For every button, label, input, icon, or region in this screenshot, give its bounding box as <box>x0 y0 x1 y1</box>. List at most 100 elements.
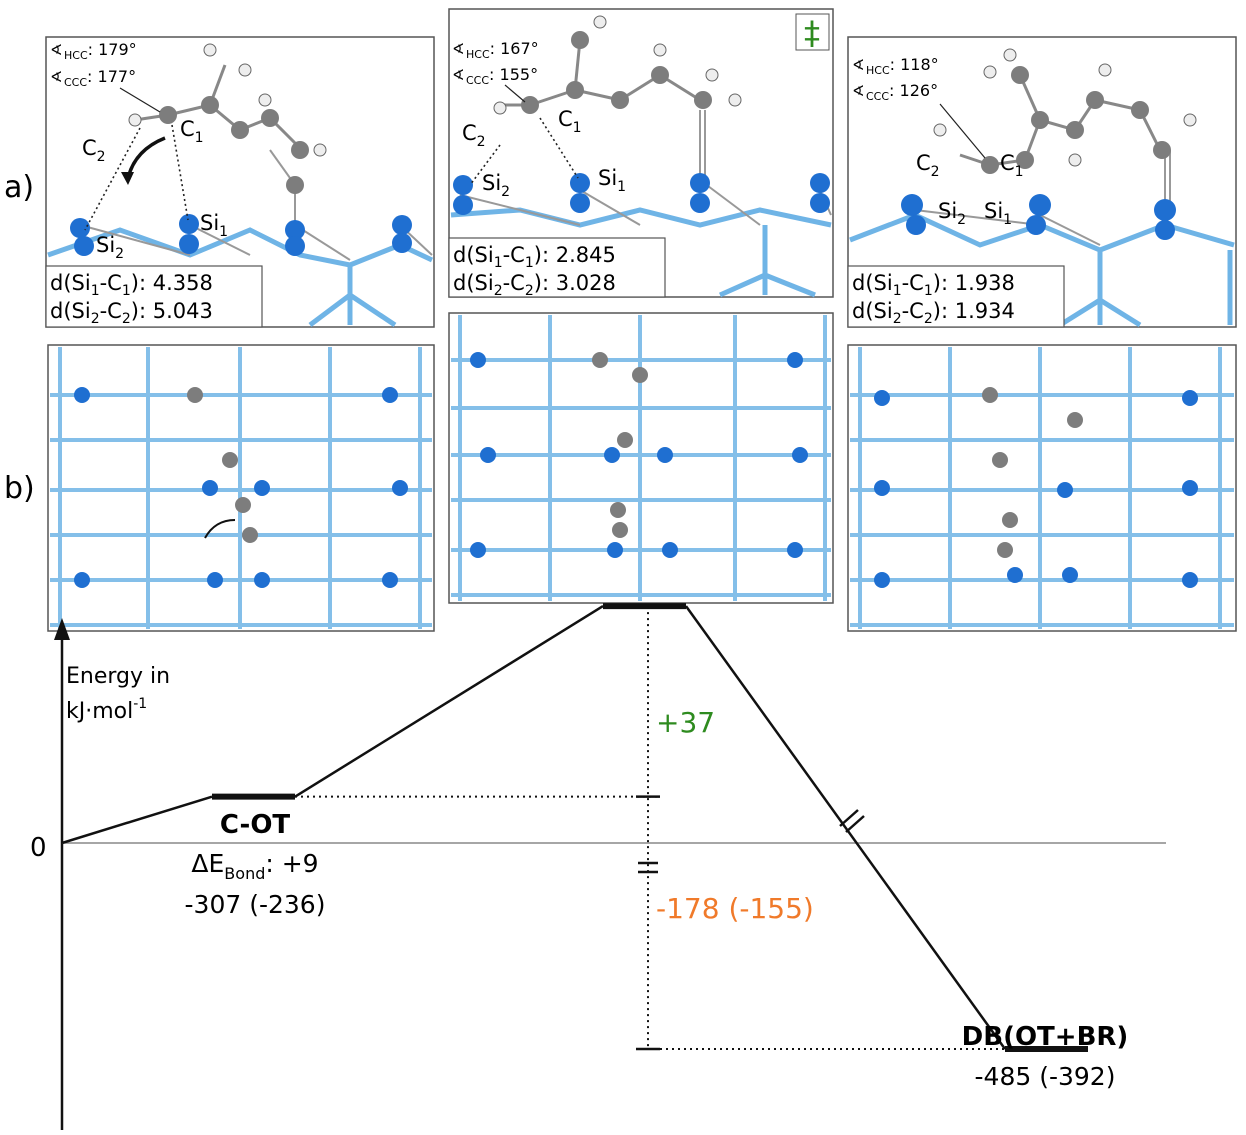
h-atom <box>705 68 719 82</box>
si-atom <box>607 542 623 558</box>
top-view-panel-transition-state <box>448 312 834 604</box>
si-atom <box>1154 199 1176 221</box>
angle-ccc-value: 177° <box>98 67 137 86</box>
state-label-db: DB(OT+BR) <box>962 1022 1129 1052</box>
line-break-mark <box>845 815 865 833</box>
c-atom <box>1067 412 1083 428</box>
svg-text:HCC: 179°: HCC: 179° <box>64 40 137 62</box>
si-atom <box>810 193 830 213</box>
c-atom <box>617 432 633 448</box>
svg-text:Si1: Si1 <box>984 199 1012 228</box>
svg-text:Si2: Si2 <box>938 199 966 228</box>
si-atom <box>382 387 398 403</box>
lattice-a1 <box>47 227 434 328</box>
h-atom <box>1068 153 1082 167</box>
h-atom <box>493 101 507 115</box>
state-label-c-ot: C-OT <box>220 810 291 840</box>
structure-panel-transition-state: ‡ ∢ HCC: 167° ∢ CCC: 155° C2 C1 Si1 Si2 … <box>448 8 834 299</box>
si-atom <box>254 572 270 588</box>
svg-text:C1: C1 <box>180 117 204 146</box>
angle-ccc-value: 155° <box>500 65 539 84</box>
distance-si2-c2: 5.043 <box>153 299 213 323</box>
h-atom <box>983 65 997 79</box>
si-atom <box>690 173 710 193</box>
c-atom <box>1031 111 1049 129</box>
si-atom <box>74 572 90 588</box>
si-atom <box>1182 390 1198 406</box>
c-atom <box>992 452 1008 468</box>
energy-axis-arrowhead <box>54 618 70 640</box>
svg-text:∢: ∢ <box>50 68 63 86</box>
c-atom <box>982 387 998 403</box>
c-atom <box>632 367 648 383</box>
svg-text:∢: ∢ <box>452 66 465 84</box>
si-atom <box>453 195 473 215</box>
svg-text:CCC: 177°: CCC: 177° <box>64 67 136 89</box>
h-atom <box>933 123 947 137</box>
svg-text:d(Si1-C1): 2.845: d(Si1-C1): 2.845 <box>453 243 616 271</box>
distance-si2-c2: 1.934 <box>955 299 1015 323</box>
si-atom <box>1182 480 1198 496</box>
si-atom <box>1026 215 1046 235</box>
state-energy-c-ot: -307 (-236) <box>185 890 326 919</box>
c-atom <box>1011 66 1029 84</box>
structure-panel-product: ∢ HCC: 118° ∢ CCC: 126° C2 C1 Si2 Si1 d(… <box>847 36 1237 328</box>
svg-text:ΔEBond: +9: ΔEBond: +9 <box>191 849 318 883</box>
svg-text:HCC: 118°: HCC: 118° <box>866 55 939 77</box>
h-atom <box>1003 48 1017 62</box>
si-atom <box>1057 482 1073 498</box>
connector-start-to-c-ot <box>61 795 213 845</box>
svg-text:C2: C2 <box>82 136 106 165</box>
angle-hcc-value: 167° <box>500 39 539 58</box>
svg-text:∢: ∢ <box>852 82 865 100</box>
barrier-label: +37 <box>656 706 715 739</box>
c-atom <box>521 96 539 114</box>
svg-text:∢: ∢ <box>852 56 865 74</box>
si-atom <box>787 542 803 558</box>
zero-label: 0 <box>30 833 47 863</box>
si-atom <box>1182 572 1198 588</box>
reaction-energy-label: -178 (-155) <box>656 892 814 925</box>
svg-text:d(Si2-C2): 3.028: d(Si2-C2): 3.028 <box>453 271 616 299</box>
si-atom <box>874 480 890 496</box>
si-atom <box>453 175 473 195</box>
si-atom <box>906 215 926 235</box>
c-atom <box>1086 91 1104 109</box>
distance-si2-c2: 3.028 <box>556 271 616 295</box>
connector-c-ot-to-ts <box>294 605 604 798</box>
svg-text:∢: ∢ <box>50 41 63 59</box>
c-atom <box>694 91 712 109</box>
svg-text:d(Si1-C1): 1.938: d(Si1-C1): 1.938 <box>852 271 1015 299</box>
distance-si1-c1: 4.358 <box>153 271 213 295</box>
c-atom <box>1066 121 1084 139</box>
svg-text:d(Si2-C2): 1.934: d(Si2-C2): 1.934 <box>852 299 1015 327</box>
bond-energy-label: ΔE <box>191 849 224 878</box>
panel-label-a: a) <box>4 170 34 205</box>
svg-text:∢: ∢ <box>452 40 465 58</box>
si-atom <box>1007 567 1023 583</box>
h-atom <box>128 113 142 127</box>
c-atom <box>242 527 258 543</box>
svg-text:CCC: 126°: CCC: 126° <box>866 81 938 103</box>
c-atom <box>611 91 629 109</box>
svg-text:Si1: Si1 <box>598 166 626 195</box>
c-atom <box>222 452 238 468</box>
svg-text:C1: C1 <box>558 107 582 136</box>
bond-energy-value: : +9 <box>265 849 318 878</box>
si-atom <box>202 480 218 496</box>
si-atom <box>874 390 890 406</box>
svg-text:CCC: 155°: CCC: 155° <box>466 65 538 87</box>
si-atom <box>254 480 270 496</box>
svg-text:d(Si1-C1): 4.358: d(Si1-C1): 4.358 <box>50 271 213 299</box>
svg-text:C2: C2 <box>462 121 486 150</box>
svg-text:Si1: Si1 <box>200 211 228 240</box>
c-atom <box>592 352 608 368</box>
panel-label-b: b) <box>4 471 35 506</box>
si-atom <box>901 194 923 216</box>
c-atom <box>1131 101 1149 119</box>
top-view-panel-product <box>847 344 1237 632</box>
svg-text:kJ·mol-1: kJ·mol-1 <box>66 696 147 724</box>
h-atom <box>203 43 217 57</box>
h-atom <box>238 63 252 77</box>
si-atom <box>470 352 486 368</box>
